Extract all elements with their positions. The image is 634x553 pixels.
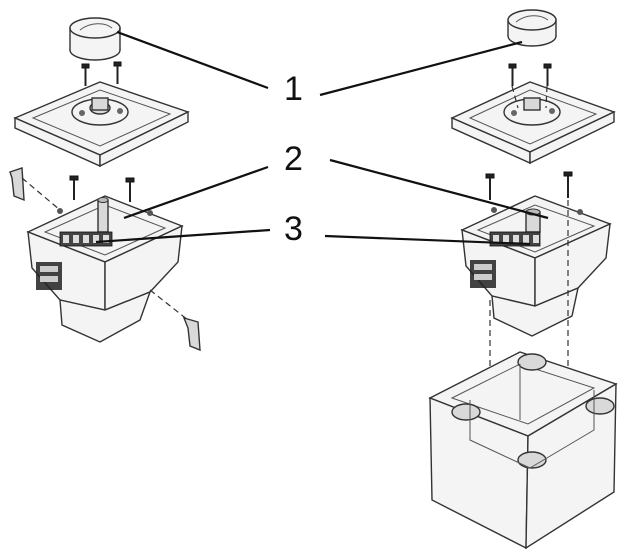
callout-1: 1 [116,30,523,108]
callout-3: 3 [95,210,531,248]
right-insert-screws [485,171,573,200]
callout-1-label: 1 [284,70,303,108]
callout-2-label: 2 [284,140,303,178]
callout-3-label: 3 [284,210,303,248]
right-cover-screws [508,63,552,86]
left-cover-plate [13,81,190,168]
right-cover-plate [450,81,616,165]
left-dimmer-insert [26,195,184,343]
right-dimmer-insert [460,195,612,337]
left-rotary-knob [69,17,121,61]
left-cover-screws [81,61,122,86]
left-insert-screws [69,175,135,202]
right-rotary-knob [507,9,557,47]
callout-2: 2 [123,140,549,220]
left-assembly [9,17,201,352]
left-spreader-claws [9,167,201,352]
right-assembly [428,9,618,550]
right-surface-mounting-box [428,351,618,550]
